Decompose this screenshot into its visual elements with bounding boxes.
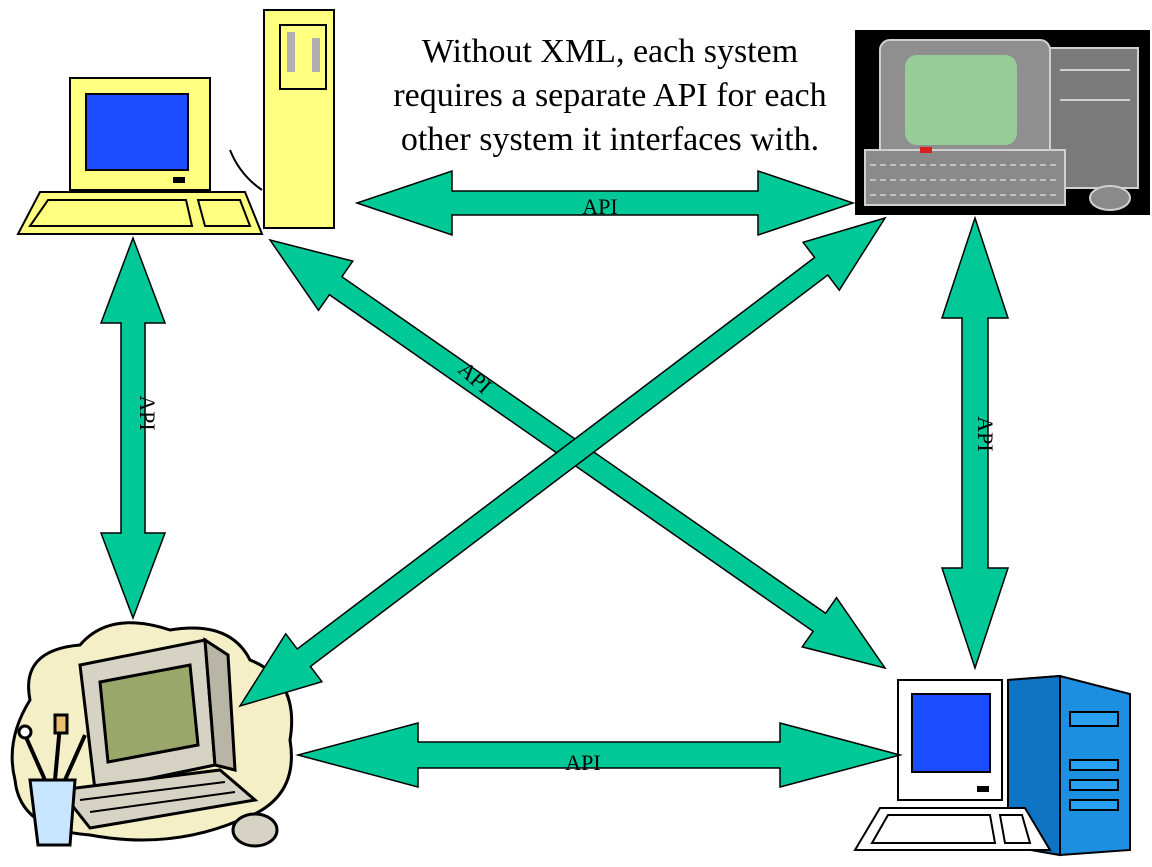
caption-line-2: requires a separate API for each	[393, 77, 827, 114]
old-crt-computer-icon	[855, 30, 1150, 215]
diagram-caption: Without XML, each system requires a sepa…	[340, 30, 880, 162]
api-label-bottom: API	[565, 750, 600, 775]
clipart-workstation-icon	[10, 621, 294, 848]
api-label-top: API	[582, 194, 617, 219]
api-label-left: API	[135, 395, 160, 430]
caption-line-1: Without XML, each system	[421, 33, 799, 70]
blue-tower-computer-icon	[853, 674, 1131, 857]
caption-line-3: other system it interfaces with.	[400, 121, 820, 158]
api-label-right: API	[973, 416, 998, 451]
arrow-bottom-left-to-bottom-right	[295, 722, 903, 788]
arrow-top-right-to-bottom-left	[238, 216, 887, 708]
connection-arrows	[99, 169, 1010, 788]
yellow-desktop-computer-icon	[16, 9, 335, 235]
arrow-top-left-to-bottom-left	[99, 235, 167, 621]
arrow-top-left-to-top-right	[354, 169, 856, 237]
arrow-top-right-to-bottom-right	[940, 215, 1010, 671]
